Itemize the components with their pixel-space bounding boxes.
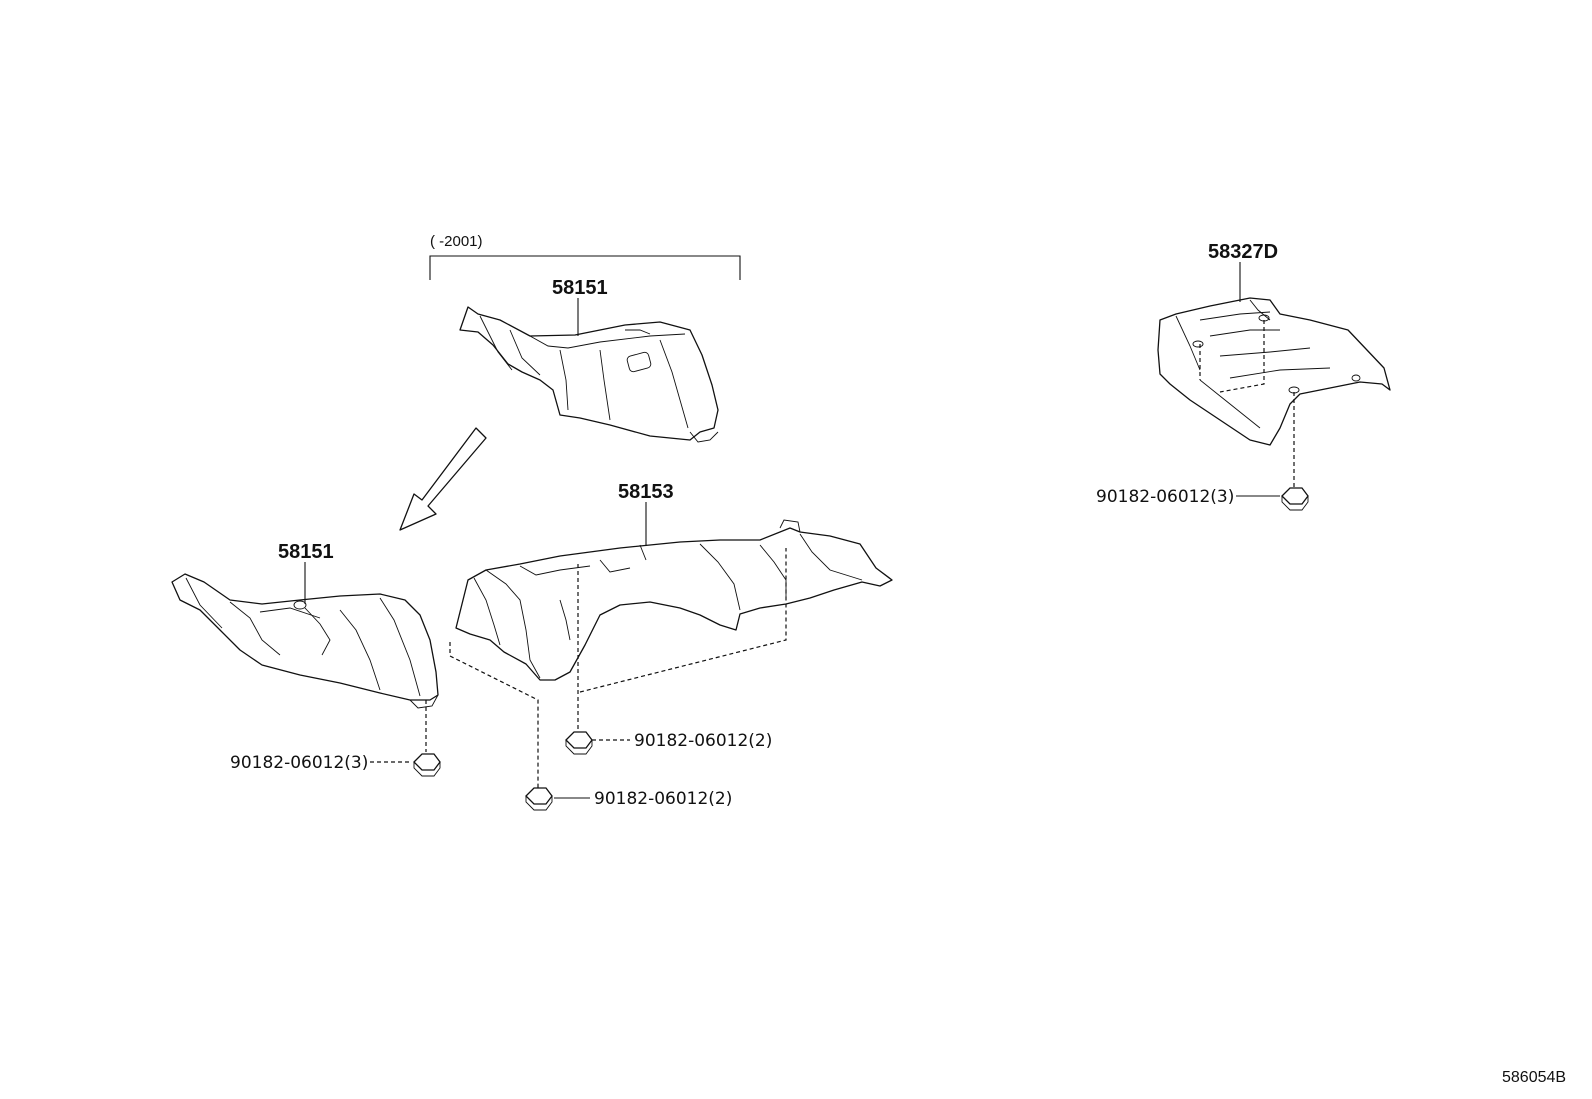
fastener-label-center-upper[interactable]: 90182-06012(2): [634, 731, 772, 751]
year-bracket-label: ( -2001): [430, 233, 483, 250]
callout-lower-58151[interactable]: 58151: [278, 541, 334, 563]
year-bracket: ( -2001): [429, 233, 741, 280]
nut-right[interactable]: [1281, 487, 1309, 511]
fastener-label-center-lower[interactable]: 90182-06012(2): [594, 789, 732, 809]
lower-heat-insulator-58151[interactable]: [171, 573, 439, 709]
assembly-lines: [425, 320, 1295, 790]
direction-arrow: [399, 427, 487, 531]
right-heat-insulator-58327D[interactable]: [1157, 297, 1391, 446]
callout-upper-58151[interactable]: 58151: [552, 277, 608, 299]
fastener-label-left[interactable]: 90182-06012(3): [230, 753, 368, 773]
center-heat-insulator-58153[interactable]: [455, 519, 893, 681]
nut-center-upper[interactable]: [565, 731, 593, 755]
nut-left[interactable]: [413, 753, 441, 777]
callout-leaders: [304, 262, 1280, 799]
callout-right-58327D[interactable]: 58327D: [1208, 241, 1278, 263]
callout-center-58153[interactable]: 58153: [618, 481, 674, 503]
nut-center-lower[interactable]: [525, 787, 553, 811]
upper-heat-insulator-58151[interactable]: [459, 306, 719, 443]
fastener-label-right[interactable]: 90182-06012(3): [1096, 487, 1234, 507]
diagram-reference-code: 586054B: [1502, 1069, 1566, 1086]
